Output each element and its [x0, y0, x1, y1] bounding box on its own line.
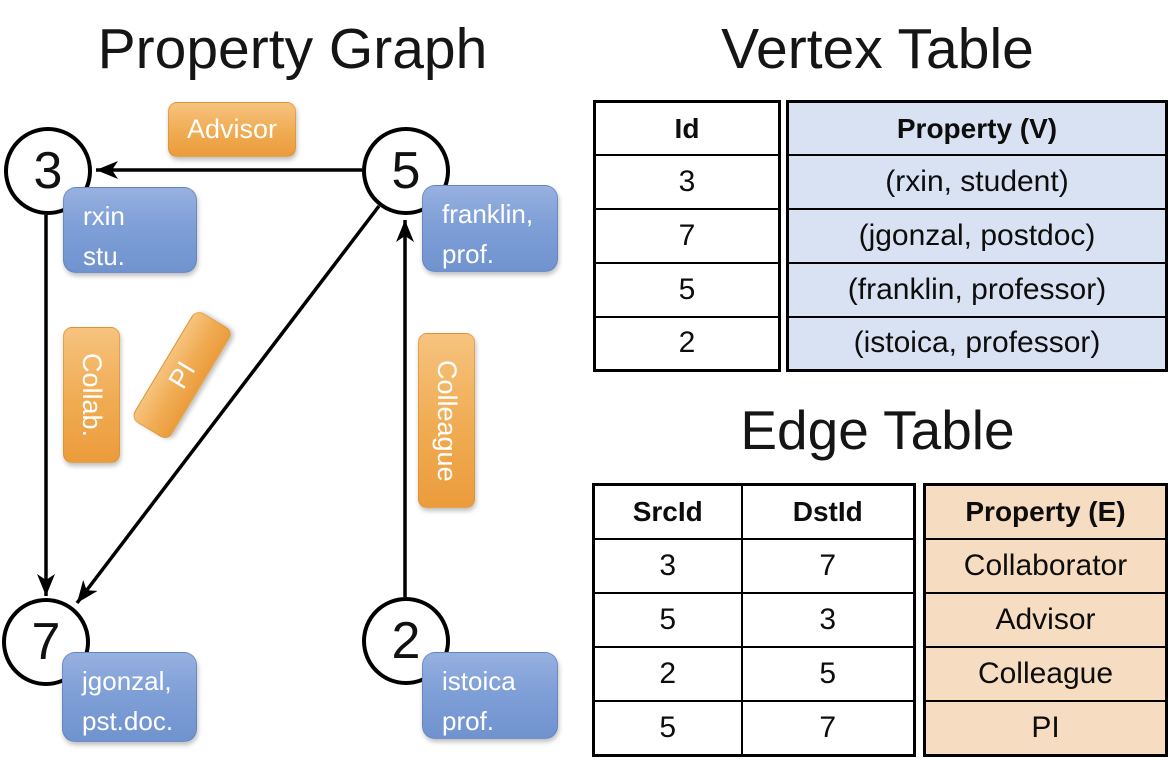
edge-dstid-cell: 3: [740, 591, 916, 649]
vertex-id-cell: 7: [593, 208, 781, 264]
node-property-line: jgonzal,: [82, 666, 172, 696]
vertex-id-header: Id: [593, 100, 781, 157]
edge-table-property-column: Property (E) Collaborator Advisor Collea…: [923, 483, 1168, 757]
vertex-table-title: Vertex Table: [721, 17, 1034, 81]
edge-property-header: Property (E): [923, 483, 1168, 540]
node-2-id: 2: [391, 612, 421, 670]
edge-label-colleague: Colleague: [418, 333, 475, 508]
vertex-property-cell: (istoica, professor): [786, 315, 1168, 372]
vertex-property-cell: (franklin, professor): [786, 261, 1168, 318]
edge-srcid-cell: 3: [592, 537, 743, 594]
node-property-box-istoica: istoica prof.: [422, 652, 558, 739]
edge-table-src-dst-columns: SrcId DstId 3 7 5 3 2 5 5 7: [592, 483, 916, 757]
edge-dstid-header: DstId: [740, 483, 916, 540]
node-property-box-franklin: franklin, prof.: [422, 185, 558, 272]
node-property-line: pst.doc.: [82, 706, 174, 736]
edge-srcid-cell: 5: [592, 700, 743, 757]
vertex-property-cell: (jgonzal, postdoc): [786, 208, 1168, 264]
node-property-box-jgonzal: jgonzal, pst.doc.: [62, 652, 197, 742]
node-property-box-rxin: rxin stu.: [63, 187, 197, 273]
node-property-line: istoica: [442, 666, 516, 696]
graph-node-2: 2: [362, 597, 450, 685]
vertex-id-cell: 2: [593, 315, 781, 372]
node-property-line: franklin,: [442, 199, 534, 229]
graph-edges-canvas: [37, 161, 414, 605]
edge-label-advisor: Advisor: [168, 102, 296, 157]
vertex-property-header: Property (V): [786, 100, 1168, 157]
vertex-table-property-column: Property (V) (rxin, student) (jgonzal, p…: [786, 100, 1168, 372]
edge-arrow-5-to-7: [75, 204, 381, 605]
edge-property-cell: Colleague: [923, 646, 1168, 703]
vertex-table-id-column: Id 3 7 5 2: [593, 100, 781, 372]
edge-dstid-cell: 7: [740, 700, 916, 757]
vertex-id-cell: 5: [593, 261, 781, 318]
node-3-id: 3: [33, 142, 63, 200]
node-property-line: rxin: [83, 201, 125, 231]
vertex-property-cell: (rxin, student): [786, 154, 1168, 211]
edge-table-title: Edge Table: [740, 399, 1015, 461]
vertex-id-cell: 3: [593, 154, 781, 211]
edge-dstid-cell: 7: [740, 537, 916, 594]
edge-srcid-cell: 5: [592, 591, 743, 649]
edge-srcid-cell: 2: [592, 646, 743, 703]
edge-dstid-cell: 5: [740, 646, 916, 703]
edge-label-collaborator: Collab.: [63, 327, 120, 463]
node-7-id: 7: [31, 613, 61, 671]
edge-property-cell: PI: [923, 700, 1168, 757]
edge-property-cell: Collaborator: [923, 537, 1168, 594]
node-property-line: prof.: [442, 239, 495, 269]
node-property-line: stu.: [83, 241, 125, 271]
edge-srcid-header: SrcId: [592, 483, 743, 540]
node-property-line: prof.: [442, 706, 495, 736]
edge-property-cell: Advisor: [923, 591, 1168, 649]
node-5-id: 5: [391, 142, 421, 200]
property-graph-title: Property Graph: [97, 17, 488, 81]
graph-node-5: 5: [362, 127, 450, 215]
